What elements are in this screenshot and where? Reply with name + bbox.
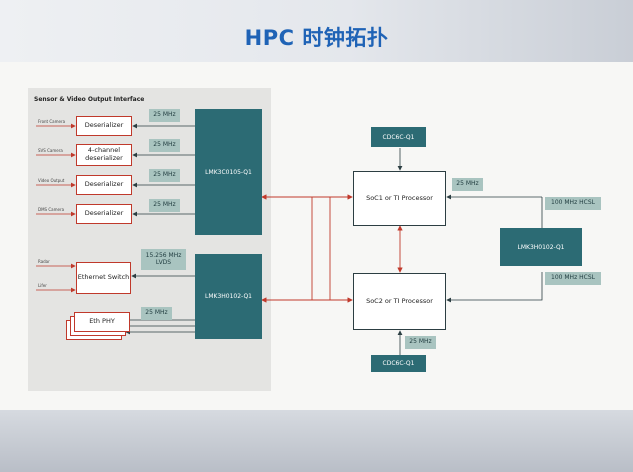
page-title: HPC 时钟拓扑 [244,26,389,50]
freq-label: 15.256 MHz LVDS [141,249,186,270]
input-label: DMS Camera [38,207,65,212]
hcsl-label: 100 MHz HCSL [545,272,601,285]
freq-label: 25 MHz [452,178,483,191]
lmk-clock-chip: LMK3H0102-Q1 [500,228,582,266]
ethernet-switch-block: Ethernet Switch [76,262,131,294]
freq-label: 25 MHz [149,169,180,182]
eth-phy-block: Eth PHY [74,312,130,332]
soc2-processor-block: SoC2 or TI Processor [353,273,446,330]
soc1-processor-block: SoC1 or TI Processor [353,171,446,226]
input-label: Video Output [38,178,65,183]
freq-label: 25 MHz [149,199,180,212]
freq-label: 25 MHz [149,109,180,122]
input-label: Lifer [38,283,47,288]
lmk-clock-chip: LMK3C0105-Q1 [195,109,262,235]
input-label: SVS Camera [38,148,63,153]
cdc-clock-chip: CDC6C-Q1 [371,355,426,372]
deserializer-block: Deserializer [76,175,132,195]
input-label: Radar [38,259,50,264]
freq-label: 25 MHz [141,307,172,320]
freq-label: 25 MHz [149,139,180,152]
deserializer-block: Deserializer [76,204,132,224]
lmk-clock-chip: LMK3H0102-Q1 [195,254,262,339]
deserializer-block: 4-channel deserializer [76,144,132,166]
title-band [0,0,633,62]
input-label: Front Camera [38,119,66,124]
deserializer-block: Deserializer [76,116,132,136]
panel-title: Sensor & Video Output Interface [34,96,145,103]
cdc-clock-chip: CDC6C-Q1 [371,127,426,147]
bottom-band [0,410,633,472]
hcsl-label: 100 MHz HCSL [545,197,601,210]
freq-label: 25 MHz [405,336,436,349]
